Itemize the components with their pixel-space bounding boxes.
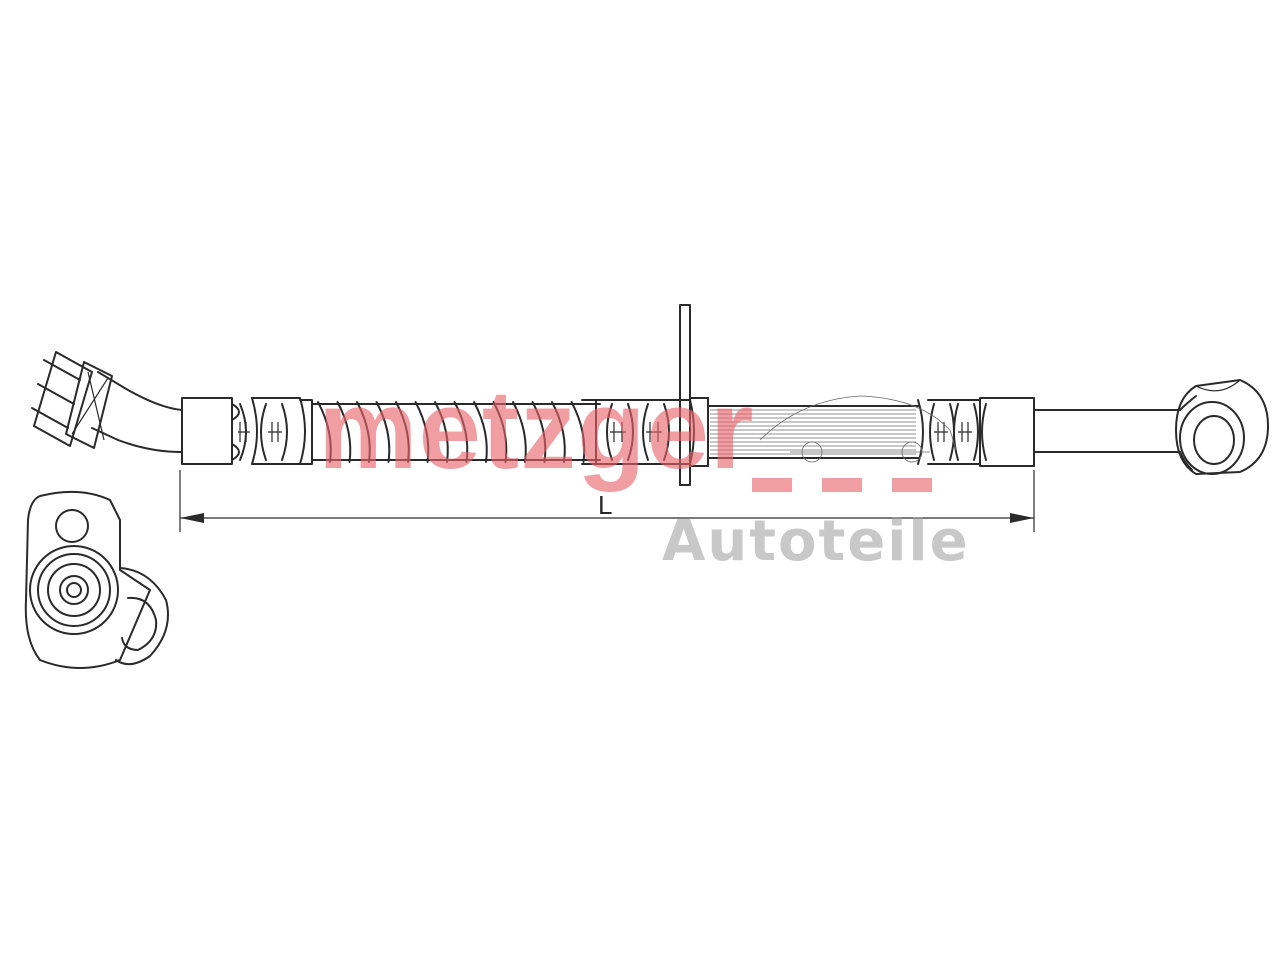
right-banjo-eye (1033, 379, 1269, 475)
spring-coil (531, 401, 547, 463)
watermark-subtitle: Autoteile (662, 509, 970, 574)
spring-coil (434, 401, 449, 463)
mounting-bracket (679, 304, 709, 486)
rubber-hose (707, 405, 919, 459)
spring-coil (453, 401, 469, 463)
left-crimp-sleeve (181, 397, 306, 465)
spring-coil (356, 401, 371, 463)
left-fitting (31, 351, 183, 453)
right-crimp-sleeve (917, 397, 1035, 467)
dimension-label: L (598, 490, 612, 520)
end-view-fitting (24, 490, 169, 669)
watermark-dashes (752, 478, 932, 492)
spring-coil (395, 401, 410, 463)
spring-coil (317, 401, 332, 463)
spring-coil (551, 401, 566, 463)
spring-guard (299, 399, 601, 465)
watermark-brand: metzger (318, 367, 754, 492)
spring-coil (336, 401, 352, 463)
car-outline-icon (759, 395, 957, 463)
spring-coil (414, 401, 430, 463)
spring-coil (570, 401, 586, 463)
spring-coil (512, 401, 527, 463)
watermark: metzger Autoteile (318, 367, 970, 574)
spring-coil (492, 401, 508, 463)
spring-coil (375, 401, 391, 463)
spring-coil (473, 401, 488, 463)
dimension-l: L (179, 470, 1035, 532)
